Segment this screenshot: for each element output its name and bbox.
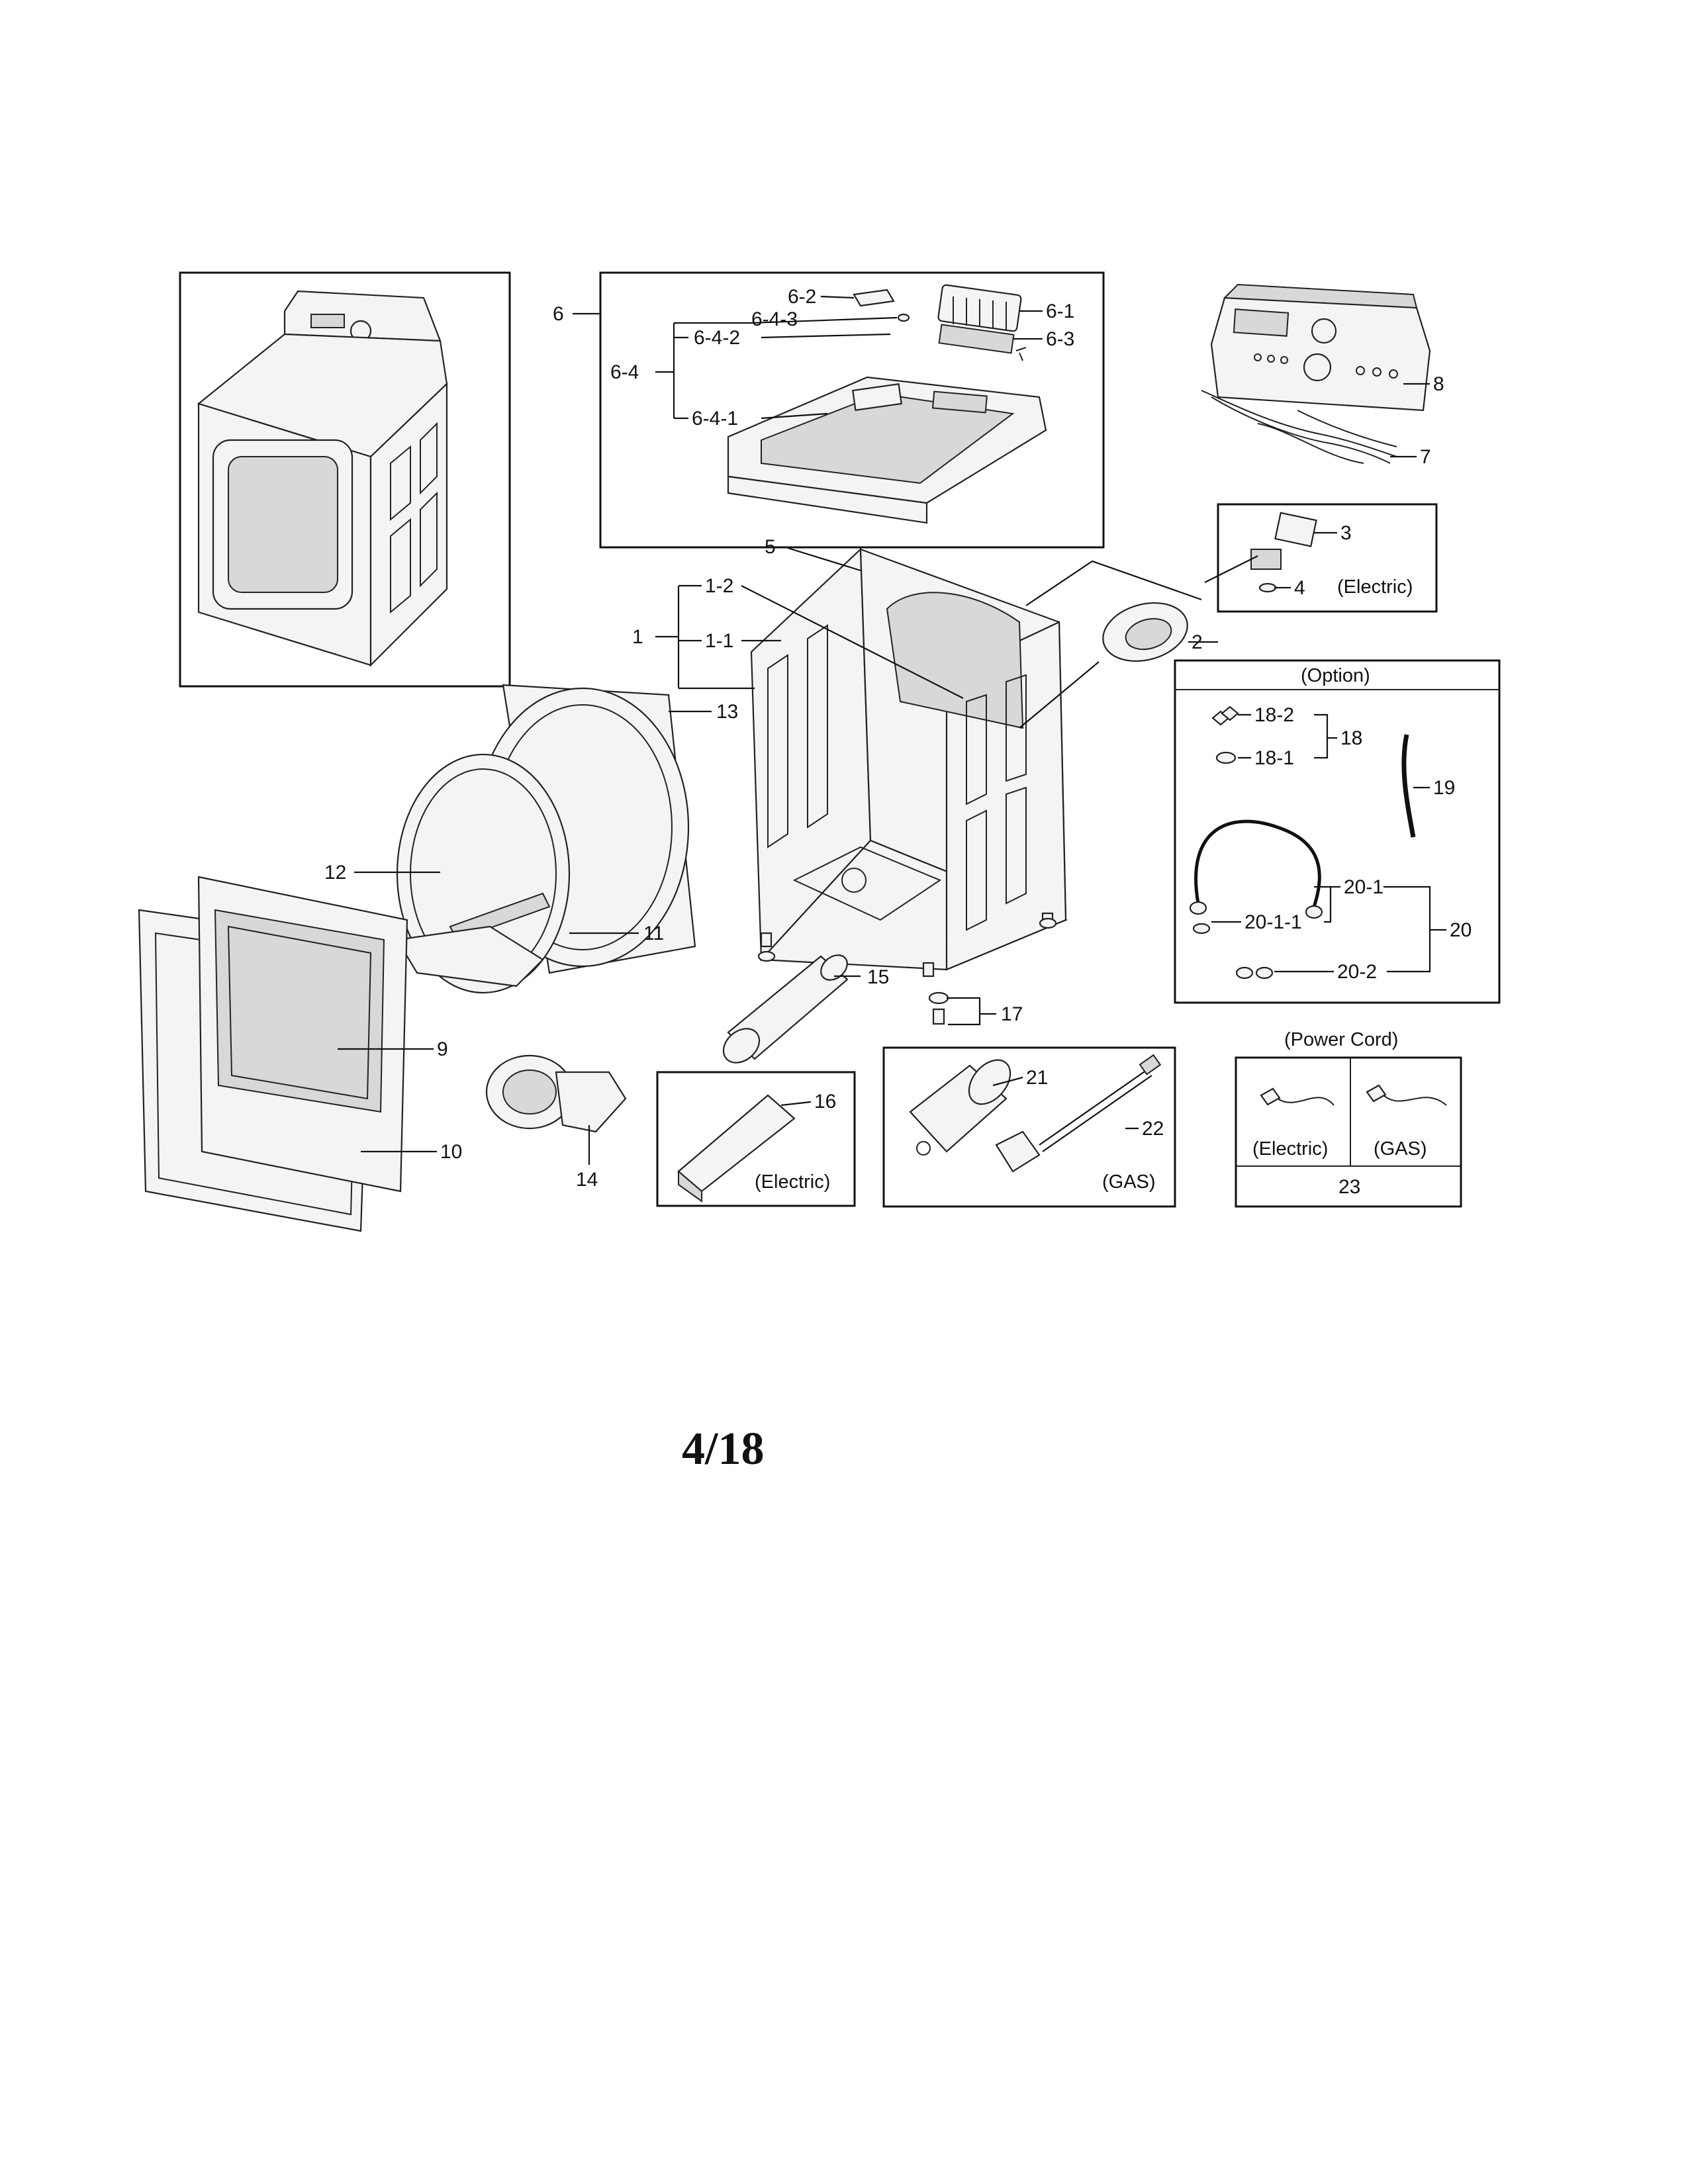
- label-1-2: 1-2: [705, 575, 733, 597]
- part-20-1-illustration: [1189, 819, 1323, 919]
- label-6-2: 6-2: [788, 286, 816, 308]
- top-panel-assembly-box: [599, 271, 1105, 549]
- option-heading: (Option): [1301, 665, 1370, 686]
- label-6: 6: [553, 303, 564, 325]
- label-6-4-2: 6-4-2: [694, 327, 740, 349]
- label-20-1-1: 20-1-1: [1244, 911, 1302, 933]
- part-6-2-illustration: [853, 289, 895, 307]
- electric-cord-illustration: [1260, 1087, 1335, 1106]
- label-3: 3: [1340, 522, 1352, 544]
- part-3-illustration: [1274, 512, 1317, 547]
- power-cord-heading: (Power Cord): [1284, 1029, 1398, 1050]
- overview-panel: [179, 271, 511, 688]
- part-2-illustration: [1102, 602, 1188, 662]
- label-8: 8: [1433, 373, 1444, 395]
- label-13: 13: [716, 701, 738, 723]
- label-18-1: 18-1: [1254, 747, 1294, 769]
- part-21-illustration: [909, 1059, 1011, 1156]
- heater-electric-note: (Electric): [1337, 576, 1413, 598]
- part-6-3-illustration: [938, 324, 1015, 354]
- callout-labels: 6 6-2 6-1 6-4-3 6-4-2 6-3 6-4 6-4-1 8 7 …: [324, 286, 1472, 1198]
- label-14: 14: [576, 1169, 598, 1191]
- label-12: 12: [324, 862, 346, 884]
- door-illustration: [138, 876, 408, 1232]
- part-4-washer-illustration: [1258, 582, 1277, 593]
- label-22: 22: [1142, 1118, 1164, 1140]
- label-18-2: 18-2: [1254, 704, 1294, 726]
- page-number: 4/18: [682, 1424, 765, 1475]
- cabinet-illustration: [750, 547, 1068, 971]
- label-2: 2: [1192, 631, 1203, 653]
- assembled-dryer-illustration: [197, 290, 448, 667]
- label-18: 18: [1340, 727, 1362, 749]
- label-9: 9: [437, 1038, 448, 1060]
- label-6-4-1: 6-4-1: [692, 408, 738, 430]
- leveling-foot-illustrations: [757, 912, 1057, 978]
- heater-box-16: [656, 1071, 856, 1207]
- label-16: 16: [814, 1091, 836, 1113]
- label-1-1: 1-1: [705, 630, 733, 652]
- part-4-illustration: [1250, 549, 1282, 570]
- part-22-illustration: [995, 1054, 1162, 1173]
- part-18-1-illustration: [1215, 751, 1237, 764]
- cord-gas-note: (GAS): [1374, 1138, 1427, 1160]
- gas-cord-illustration: [1366, 1084, 1447, 1106]
- part-6-1-illustration: [937, 284, 1022, 332]
- label-20-2: 20-2: [1337, 961, 1377, 983]
- label-1: 1: [632, 626, 643, 648]
- gas-kit-box: [882, 1046, 1176, 1208]
- label-23: 23: [1338, 1176, 1360, 1198]
- part-19-illustration: [1401, 734, 1416, 838]
- label-6-3: 6-3: [1046, 328, 1074, 350]
- label-19: 19: [1433, 777, 1455, 799]
- screw-illustration: [1015, 347, 1027, 361]
- cord-electric-note: (Electric): [1252, 1138, 1328, 1160]
- heater-parts-box: [1217, 503, 1438, 613]
- part-20-1-1-illustration: [1192, 923, 1211, 934]
- label-4: 4: [1294, 577, 1305, 599]
- label-17: 17: [1001, 1003, 1023, 1025]
- label-10: 10: [440, 1141, 462, 1163]
- label-20: 20: [1450, 919, 1472, 941]
- label-11: 11: [643, 923, 664, 944]
- label-21: 21: [1026, 1067, 1048, 1089]
- label-5: 5: [765, 536, 776, 558]
- heater16-electric-note: (Electric): [755, 1171, 830, 1193]
- part-20-2-illustration: [1235, 966, 1274, 979]
- label-15: 15: [867, 966, 889, 988]
- part-17-foot-illustration: [928, 991, 949, 1025]
- power-cord-box: [1235, 1056, 1462, 1208]
- option-box: [1174, 659, 1501, 1004]
- control-panel-illustration: [1210, 283, 1431, 412]
- label-6-4: 6-4: [610, 361, 639, 383]
- part-15-illustration: [722, 954, 849, 1064]
- part-14-illustration: [485, 1054, 627, 1133]
- label-6-4-3: 6-4-3: [751, 308, 798, 330]
- wire-harness-illustration: [1201, 390, 1397, 464]
- label-6-1: 6-1: [1046, 300, 1074, 322]
- label-20-1: 20-1: [1344, 876, 1383, 898]
- drum-illustration: [396, 684, 696, 994]
- label-7: 7: [1420, 446, 1431, 468]
- gas-kit-note: (GAS): [1102, 1171, 1156, 1193]
- top-panel-illustration: [727, 376, 1047, 524]
- leader-lines: [338, 295, 1446, 1165]
- part-6-4-3-illustration: [897, 313, 910, 322]
- part-18-2-illustration: [1211, 705, 1239, 726]
